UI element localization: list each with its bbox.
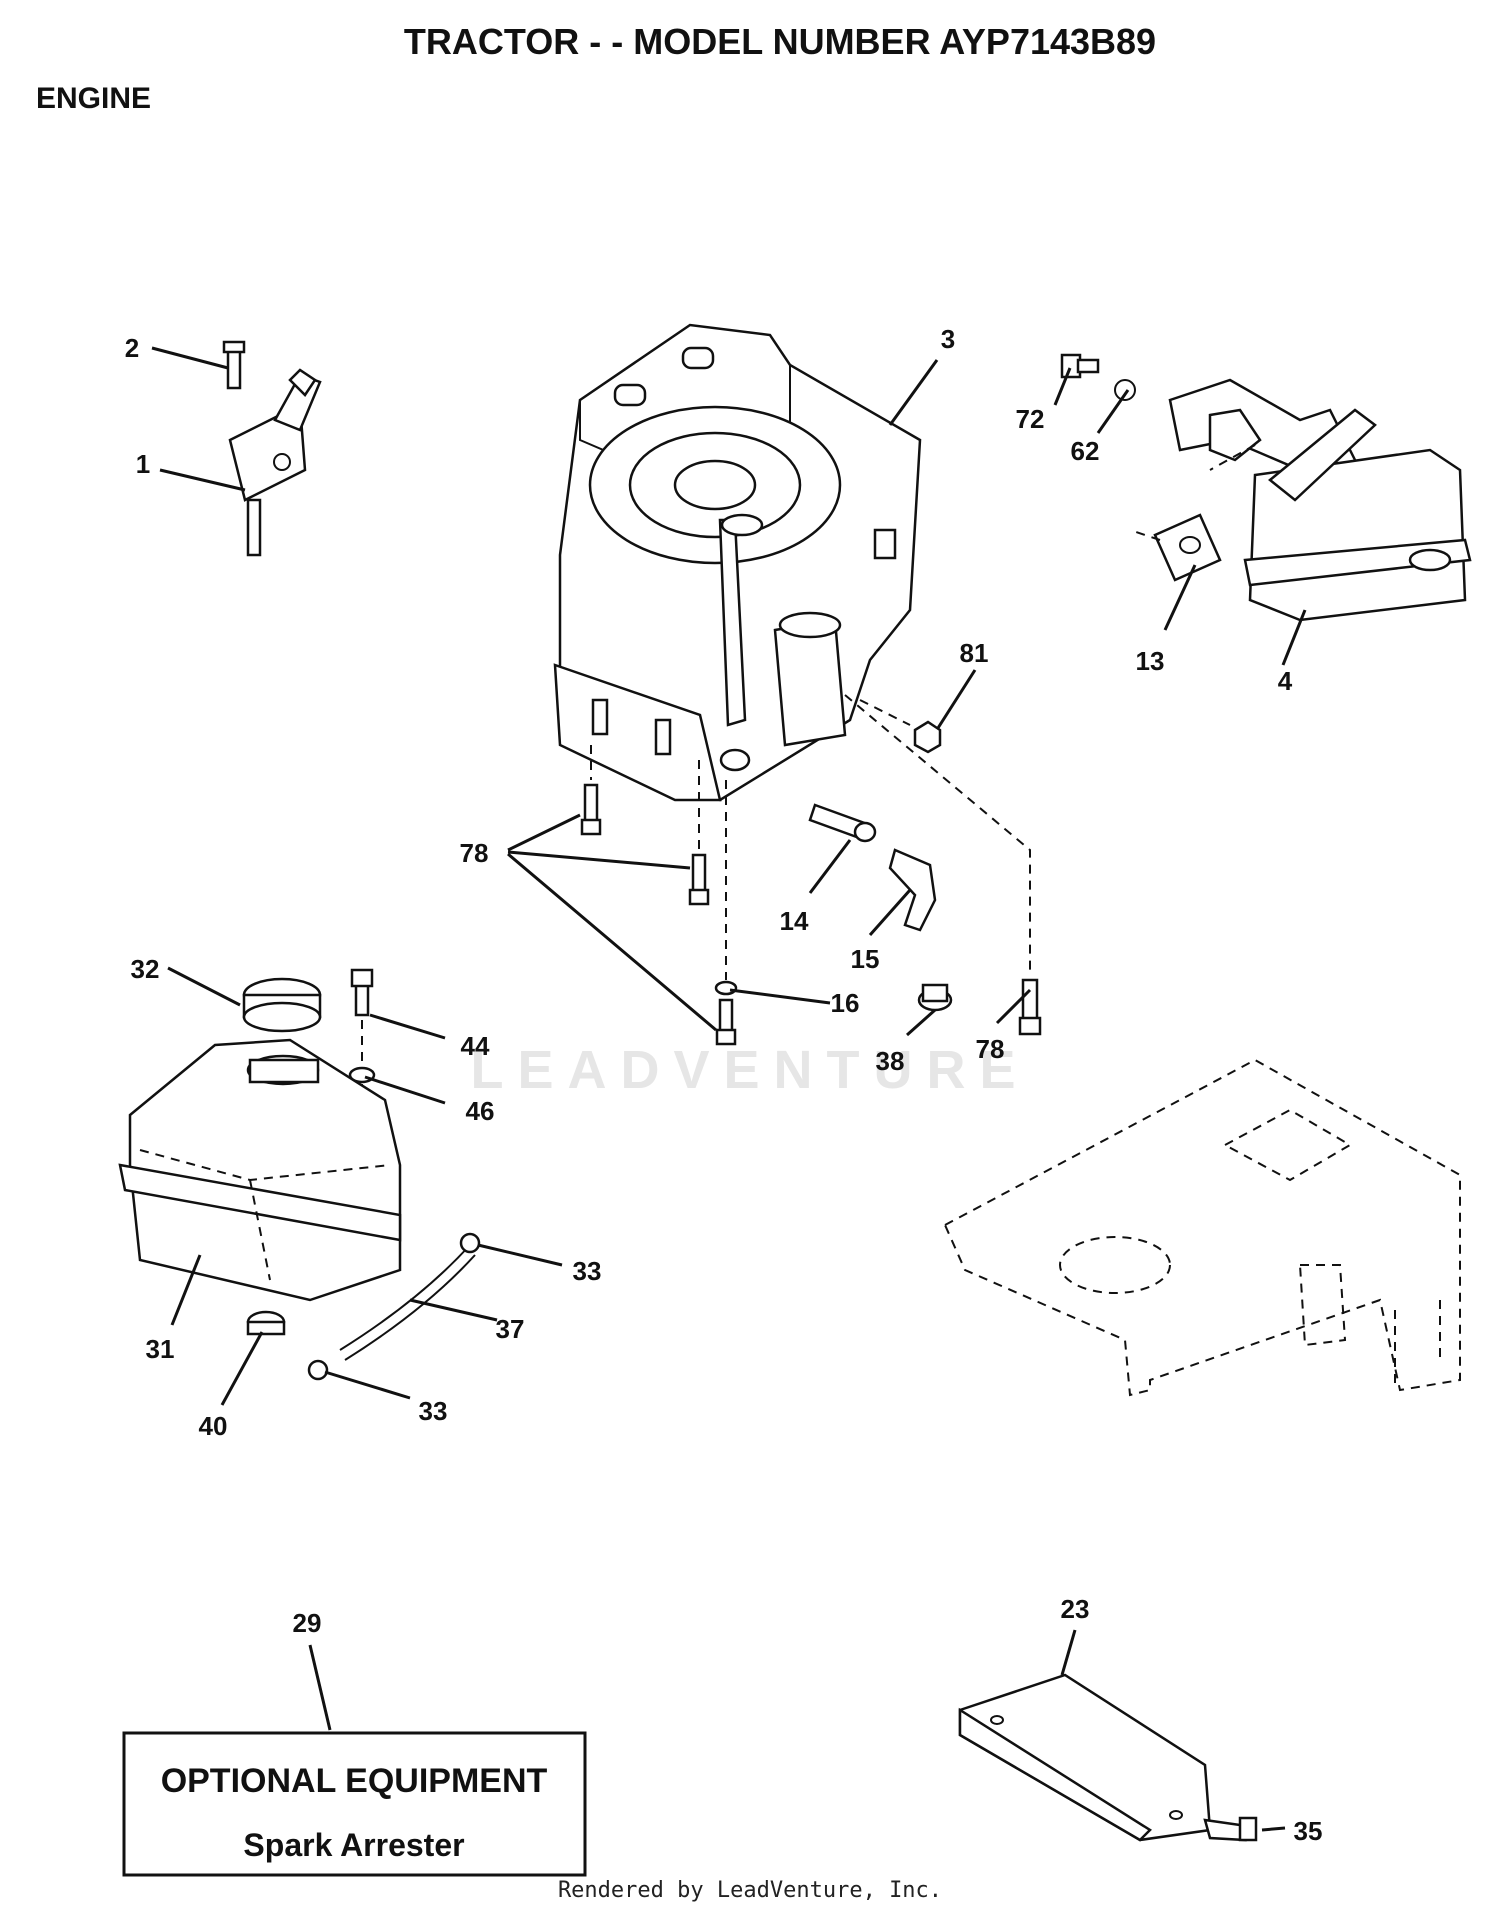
section-title: ENGINE	[36, 82, 151, 115]
callout-23: 23	[1061, 1594, 1090, 1624]
callout-62: 62	[1071, 436, 1100, 466]
heat-shield-part	[958, 1673, 1258, 1842]
callout-44: 44	[461, 1031, 490, 1061]
optional-equipment-heading: OPTIONAL EQUIPMENT	[161, 1762, 548, 1800]
callout-37: 37	[496, 1314, 525, 1344]
callout-38: 38	[876, 1046, 905, 1076]
hardware-parts	[580, 720, 1042, 1046]
callout-35: 35	[1294, 1816, 1323, 1846]
muffler-part	[1060, 353, 1472, 622]
optional-equipment-box: OPTIONAL EQUIPMENT Spark Arrester	[122, 1731, 587, 1877]
callout-2: 2	[125, 333, 139, 363]
callout-40: 40	[199, 1411, 228, 1441]
page-title: TRACTOR - - MODEL NUMBER AYP7143B89	[404, 21, 1156, 62]
tractor-frame-outline	[943, 1058, 1461, 1397]
callout-33-a: 33	[573, 1256, 602, 1286]
throttle-control-part	[222, 340, 322, 557]
callout-1: 1	[136, 449, 150, 479]
callout-32: 32	[131, 954, 160, 984]
callout-33-b: 33	[419, 1396, 448, 1426]
optional-equipment-item: Spark Arrester	[243, 1827, 464, 1863]
callout-72: 72	[1016, 404, 1045, 434]
callout-3: 3	[941, 324, 955, 354]
callout-leader-lines	[151, 346, 1307, 1832]
callout-4: 4	[1278, 666, 1293, 696]
callout-29: 29	[293, 1608, 322, 1638]
callout-numbers: 2 1 3 72 62 13 4 81 78 14 15 16 38 78 32…	[125, 324, 1323, 1846]
callout-14: 14	[780, 906, 809, 936]
fuel-tank-part	[118, 968, 481, 1381]
callout-31: 31	[146, 1334, 175, 1364]
callout-78-a: 78	[460, 838, 489, 868]
callout-13: 13	[1136, 646, 1165, 676]
callout-15: 15	[851, 944, 880, 974]
render-credit: Rendered by LeadVenture, Inc.	[558, 1878, 942, 1903]
callout-46: 46	[466, 1096, 495, 1126]
engine-part	[553, 323, 922, 802]
callout-16: 16	[831, 988, 860, 1018]
watermark: LEADVENTURE	[470, 1040, 1029, 1100]
callout-81: 81	[960, 638, 989, 668]
callout-78-b: 78	[976, 1034, 1005, 1064]
